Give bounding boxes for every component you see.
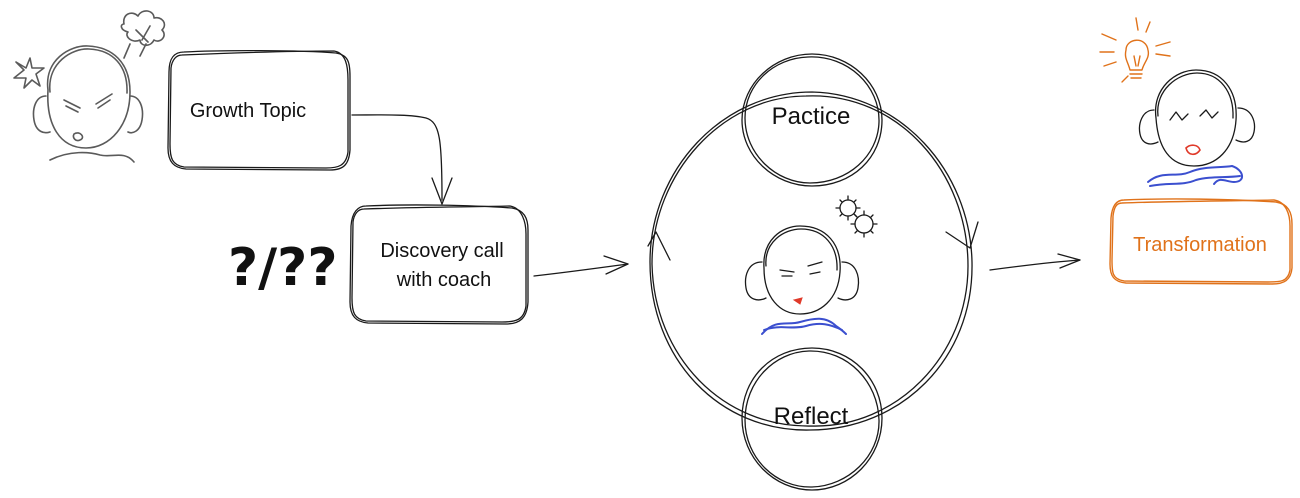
transformation-node: Transformation [1109,198,1293,285]
reflect-label: Reflect [774,403,849,430]
arrow-growth-to-discovery [351,114,453,205]
practice-label: Pactice [772,103,851,130]
frustrated-person-icon [13,10,166,163]
gears-icon [835,195,878,238]
transformation-label: Transformation [1133,234,1267,256]
arrow-cycle-to-transformation [989,253,1081,271]
growth-topic-label: Growth Topic [190,100,306,122]
confusion-marks: ?/?? [228,238,337,298]
reflect-node: Reflect [741,347,883,491]
arrow-discovery-to-cycle [533,255,629,277]
lightbulb-icon [1099,17,1171,83]
discovery-call-label-line2: with coach [396,269,492,291]
discovery-call-node: Discovery call with coach [349,204,529,325]
growth-topic-node: Growth Topic [167,49,351,171]
enlightened-person-icon [1138,69,1256,187]
discovery-call-label-line1: Discovery call [380,240,503,262]
practice-node: Pactice [741,53,883,187]
practice-reflect-cycle [647,91,979,431]
thinking-person-icon [744,225,860,335]
